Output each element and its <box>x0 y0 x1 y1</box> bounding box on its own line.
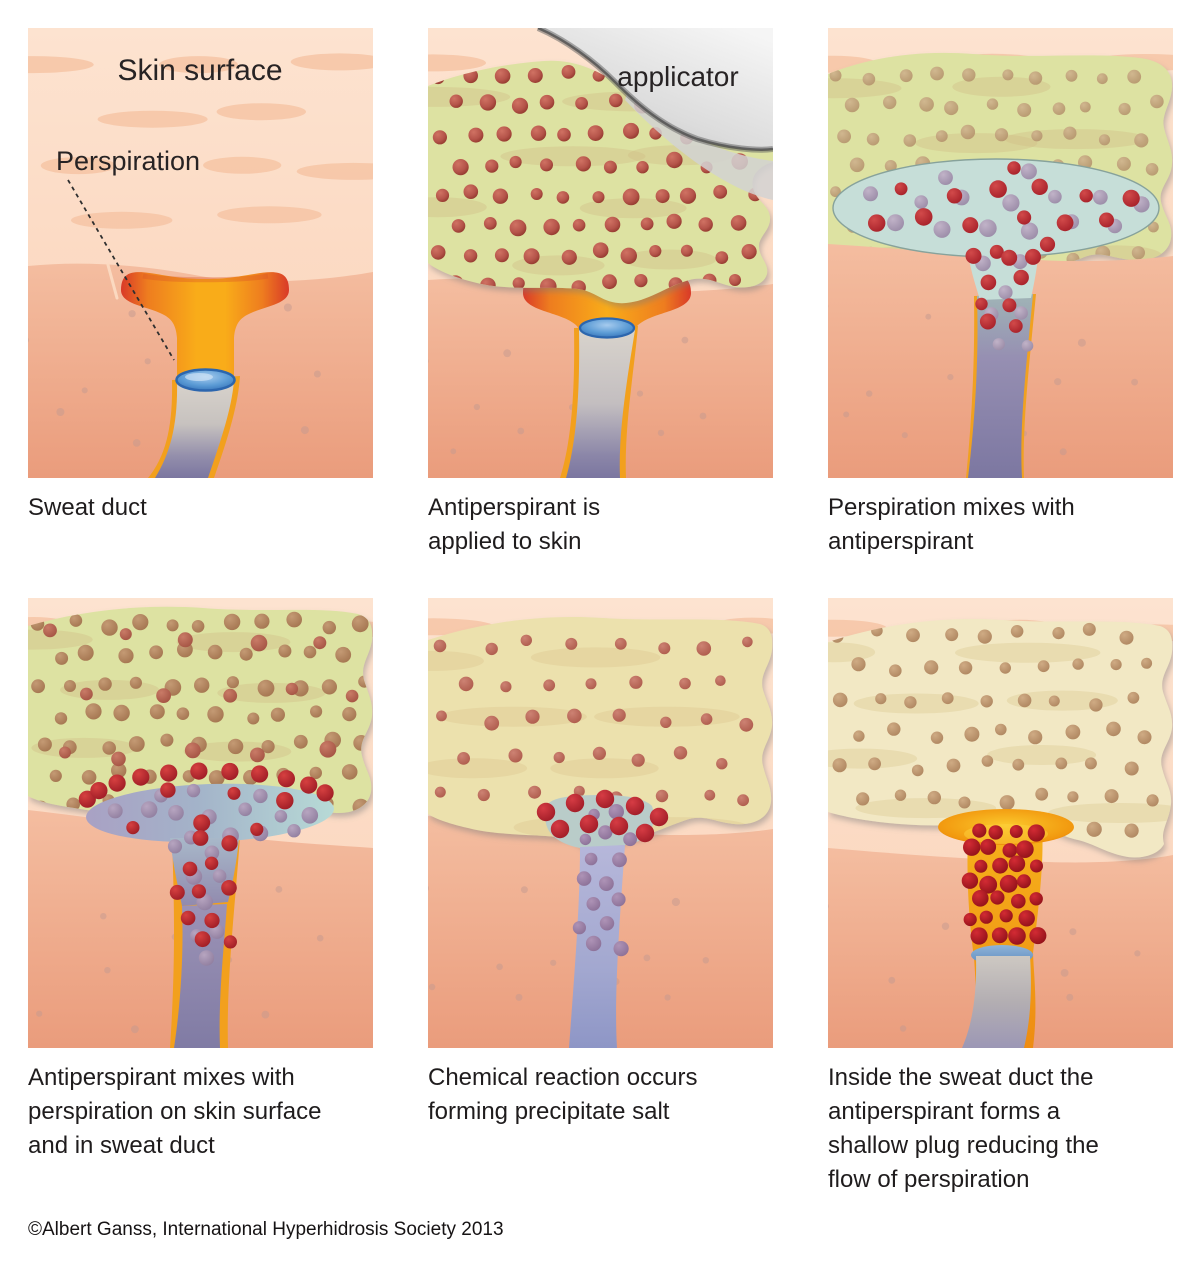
caption-line: Inside the sweat duct the <box>828 1064 1094 1091</box>
caption-line: Antiperspirant is <box>428 494 601 521</box>
caption-line: antiperspirant forms a <box>828 1098 1061 1125</box>
panel-grid: Skin surface Perspiration Sweat duct <box>28 28 1173 1197</box>
caption-line: antiperspirant <box>828 528 974 555</box>
applicator-underflap <box>625 90 773 200</box>
caption-line: forming precipitate salt <box>428 1098 670 1125</box>
reacting-particles-muted <box>433 634 754 807</box>
caption-line: Perspiration mixes with <box>828 494 1075 521</box>
sweat-funnel <box>121 272 289 380</box>
caption-antiperspirant-applied: Antiperspirant is applied to skin <box>428 478 773 598</box>
copyright: ©Albert Ganss, International Hyperhidros… <box>28 1219 504 1240</box>
sweat-duct-tube <box>962 956 1031 1048</box>
caption-sweat-duct: Sweat duct <box>28 478 373 598</box>
antiperspirant-mechanism-diagram: Skin surface Perspiration Sweat duct <box>28 28 1173 1240</box>
funnel-rim-shade <box>142 273 269 283</box>
applicator-edge <box>537 28 773 151</box>
illustration-chemical-reaction <box>428 598 773 1048</box>
precipitate-particles-red <box>868 161 1140 259</box>
caption-shallow-plug: Inside the sweat duct the antiperspirant… <box>828 1061 1173 1197</box>
panel-chemical-reaction: Chemical reaction occurs forming precipi… <box>428 598 773 1197</box>
panel-shallow-plug: Inside the sweat duct the antiperspirant… <box>828 598 1173 1197</box>
illustration-perspiration-mixes <box>828 28 1173 478</box>
sweat-duct-tube <box>566 330 635 478</box>
antiperspirant-particles-red <box>43 623 359 767</box>
illustration-sweat-duct: Skin surface Perspiration <box>28 28 373 478</box>
precipitate-ring-red <box>78 762 334 808</box>
duct-particles-red <box>965 247 1041 333</box>
precipitate-plug-red <box>961 823 1047 945</box>
precipitate-rim-red <box>536 789 669 843</box>
precipitate-particles-red <box>126 782 294 836</box>
salt-layer <box>828 618 1173 858</box>
dermis-crease <box>106 263 119 300</box>
perspiration-droplet <box>578 317 636 339</box>
skin-surface-label: Skin surface <box>117 54 282 87</box>
illustration-antiperspirant-applied: applicator <box>428 28 773 478</box>
caption-line: Chemical reaction occurs <box>428 1064 698 1091</box>
caption-perspiration-mixes: Perspiration mixes with antiperspirant <box>828 478 1173 598</box>
caption-chemical-reaction: Chemical reaction occurs forming precipi… <box>428 1061 773 1129</box>
caption-line: and in sweat duct <box>28 1132 215 1159</box>
caption-mixes-surface-duct: Antiperspirant mixes with perspiration o… <box>28 1061 373 1163</box>
droplet-highlight <box>185 373 213 381</box>
sweat-duct-tube <box>155 380 234 478</box>
caption-line: Antiperspirant mixes with <box>28 1064 295 1091</box>
duct-particles-red <box>169 830 238 949</box>
epidermis-ovals <box>28 53 373 229</box>
applicator-shape <box>538 28 773 150</box>
reacting-layer <box>428 616 773 850</box>
caption-line: Sweat duct <box>28 494 147 521</box>
caption-line: perspiration on skin surface <box>28 1098 322 1125</box>
caption-line: shallow plug reducing the <box>828 1132 1099 1159</box>
sweat-duct-tube <box>174 904 227 1048</box>
perspiration-label: Perspiration <box>56 146 200 176</box>
illustration-mixes-surface-duct <box>28 598 373 1048</box>
illustration-shallow-plug <box>828 598 1173 1048</box>
perspiration-pointer-line <box>67 179 175 361</box>
caption-line: applied to skin <box>428 528 582 555</box>
panel-sweat-duct: Skin surface Perspiration Sweat duct <box>28 28 373 598</box>
sweat-duct-tube <box>968 294 1033 478</box>
caption-line: flow of perspiration <box>828 1166 1030 1193</box>
panel-perspiration-mixes: Perspiration mixes with antiperspirant <box>828 28 1173 598</box>
applicator-label: applicator <box>617 61 738 92</box>
panel-antiperspirant-applied: applicator Antiperspirant is applied to … <box>428 28 773 598</box>
antiperspirant-layer <box>428 60 773 304</box>
panel-mixes-surface-duct: Antiperspirant mixes with perspiration o… <box>28 598 373 1197</box>
